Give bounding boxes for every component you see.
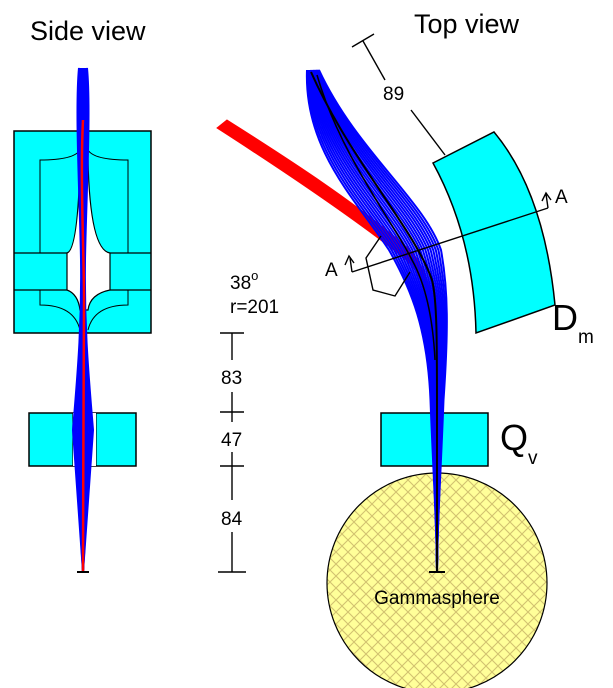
dipole-label: Dm [552,297,594,348]
side-view-title: Side view [30,16,146,46]
section-marker-left: A [325,260,338,281]
distance-47: 47 [221,430,242,451]
top-view-title: Top view [414,9,520,39]
gammasphere-label: Gammasphere [374,588,500,609]
quadrupole-label: Qv [500,417,538,469]
top-ray-bundle [305,69,448,573]
distance-83: 83 [221,368,242,389]
gammasphere: Gammasphere [326,472,548,688]
dipole-angle: 38o [230,268,258,294]
section-line-a-a [344,191,552,297]
top-dipole [431,131,556,335]
top-drift-dimension [351,33,446,156]
dimension-column: 38o r=201 83 47 84 [218,268,279,573]
side-view [13,67,152,573]
section-marker-right: A [555,187,568,208]
top-central-ray-outer [310,71,438,572]
top-view: Gammasphere Qv Dm 89 [216,33,594,688]
distance-89: 89 [383,84,404,105]
distance-84: 84 [221,509,243,530]
side-central-ray [80,119,86,573]
dipole-radius: r=201 [230,297,279,318]
top-ray [318,69,448,573]
side-ray [82,67,95,573]
top-central-ray-inner [316,74,436,361]
